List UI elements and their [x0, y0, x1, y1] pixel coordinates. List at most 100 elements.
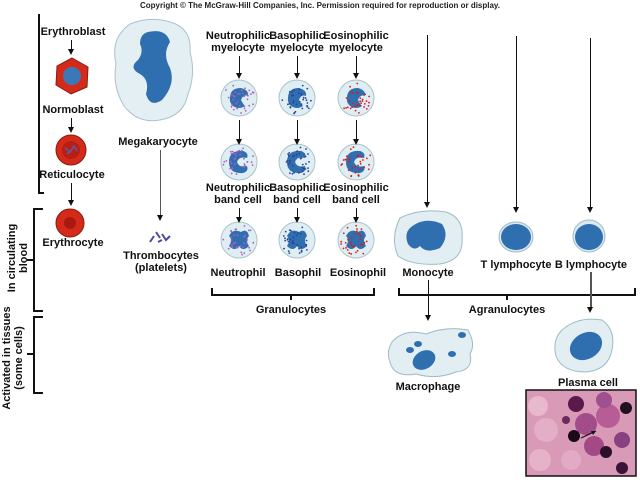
granule — [361, 100, 364, 103]
granule — [357, 164, 359, 167]
granule — [284, 230, 287, 233]
label-band-neutrophilic: Neutrophilic band cell — [195, 182, 281, 206]
granule — [351, 167, 354, 169]
granule — [354, 105, 357, 107]
granule — [356, 103, 359, 106]
erythroblast-cell — [55, 57, 89, 95]
granule — [233, 234, 235, 237]
plasma-cell — [554, 318, 614, 373]
granule — [356, 91, 359, 94]
granule — [354, 245, 356, 248]
t-lymphocyte-cell — [498, 221, 534, 253]
granule — [292, 236, 295, 239]
granule — [235, 155, 237, 157]
granule — [242, 92, 244, 95]
granule — [359, 238, 362, 241]
granule — [252, 103, 254, 106]
granule — [360, 102, 362, 104]
granule — [236, 234, 239, 237]
granule — [297, 232, 299, 235]
bracket-tick — [506, 295, 508, 300]
granule — [236, 150, 239, 153]
label-megakaryocyte: Megakaryocyte — [118, 136, 198, 148]
granule — [345, 107, 347, 109]
granule — [307, 167, 309, 169]
granule — [298, 101, 301, 103]
arrow-line — [356, 208, 357, 218]
granule — [293, 89, 295, 92]
megakaryocyte-cell — [114, 18, 194, 122]
arrow-head — [157, 215, 163, 221]
granule — [346, 226, 349, 229]
plasma-cell-micrograph — [525, 389, 637, 477]
granule — [222, 163, 225, 166]
granule — [350, 175, 352, 178]
granule — [364, 93, 367, 96]
granule — [356, 92, 359, 95]
granule — [240, 112, 242, 114]
arrow-head — [294, 73, 300, 79]
granule — [305, 239, 308, 242]
granule — [340, 243, 342, 245]
granule — [293, 112, 295, 115]
granule — [230, 93, 233, 96]
granule — [295, 234, 298, 237]
granule — [368, 163, 370, 166]
granule — [232, 98, 235, 101]
nucleus — [287, 150, 306, 174]
granule — [354, 232, 357, 235]
granule — [284, 237, 286, 240]
granule — [225, 89, 227, 91]
label-myelocyte-eosinophilic: Eosinophilic myelocyte — [313, 30, 399, 54]
granule — [288, 102, 291, 105]
arrow-head — [353, 139, 359, 145]
granule — [298, 252, 301, 254]
granule — [287, 240, 290, 243]
label-line: Neutrophilic — [205, 182, 271, 194]
granule — [234, 228, 237, 231]
label-macrophage: Macrophage — [395, 381, 461, 393]
granule — [236, 93, 239, 95]
granule — [248, 104, 251, 107]
granule — [244, 235, 246, 237]
granule — [235, 173, 238, 175]
granule — [351, 245, 354, 248]
granule — [240, 149, 243, 152]
granule — [304, 97, 307, 99]
label-erythrocyte: Erythrocyte — [42, 237, 104, 249]
granule — [367, 105, 370, 107]
granule — [289, 159, 291, 162]
label-line: myelocyte — [270, 42, 324, 54]
granule — [230, 236, 233, 239]
granule — [234, 162, 236, 165]
granule — [232, 108, 235, 111]
granule — [225, 160, 228, 162]
granule — [345, 247, 347, 249]
label-line: (platelets) — [135, 262, 187, 274]
granule — [349, 148, 352, 151]
granule — [300, 157, 303, 159]
granule — [357, 233, 360, 235]
granule — [249, 229, 252, 232]
granule — [243, 252, 246, 254]
granule — [289, 172, 291, 174]
basophilic-band-cell-cell — [278, 143, 316, 181]
granule — [356, 230, 358, 233]
granule — [234, 102, 237, 105]
bracket-circulating — [33, 208, 43, 312]
granule — [362, 159, 364, 161]
granule — [354, 109, 357, 112]
granule — [342, 159, 345, 161]
granule — [340, 240, 343, 243]
granule — [287, 238, 289, 240]
granule — [351, 106, 354, 108]
granule — [359, 163, 362, 165]
granule — [246, 98, 249, 101]
granule — [363, 106, 365, 108]
bracket-tick — [27, 259, 34, 261]
granule — [356, 82, 359, 85]
granule — [230, 105, 233, 108]
granule — [294, 110, 297, 113]
granule — [346, 155, 349, 158]
granule — [345, 97, 348, 99]
